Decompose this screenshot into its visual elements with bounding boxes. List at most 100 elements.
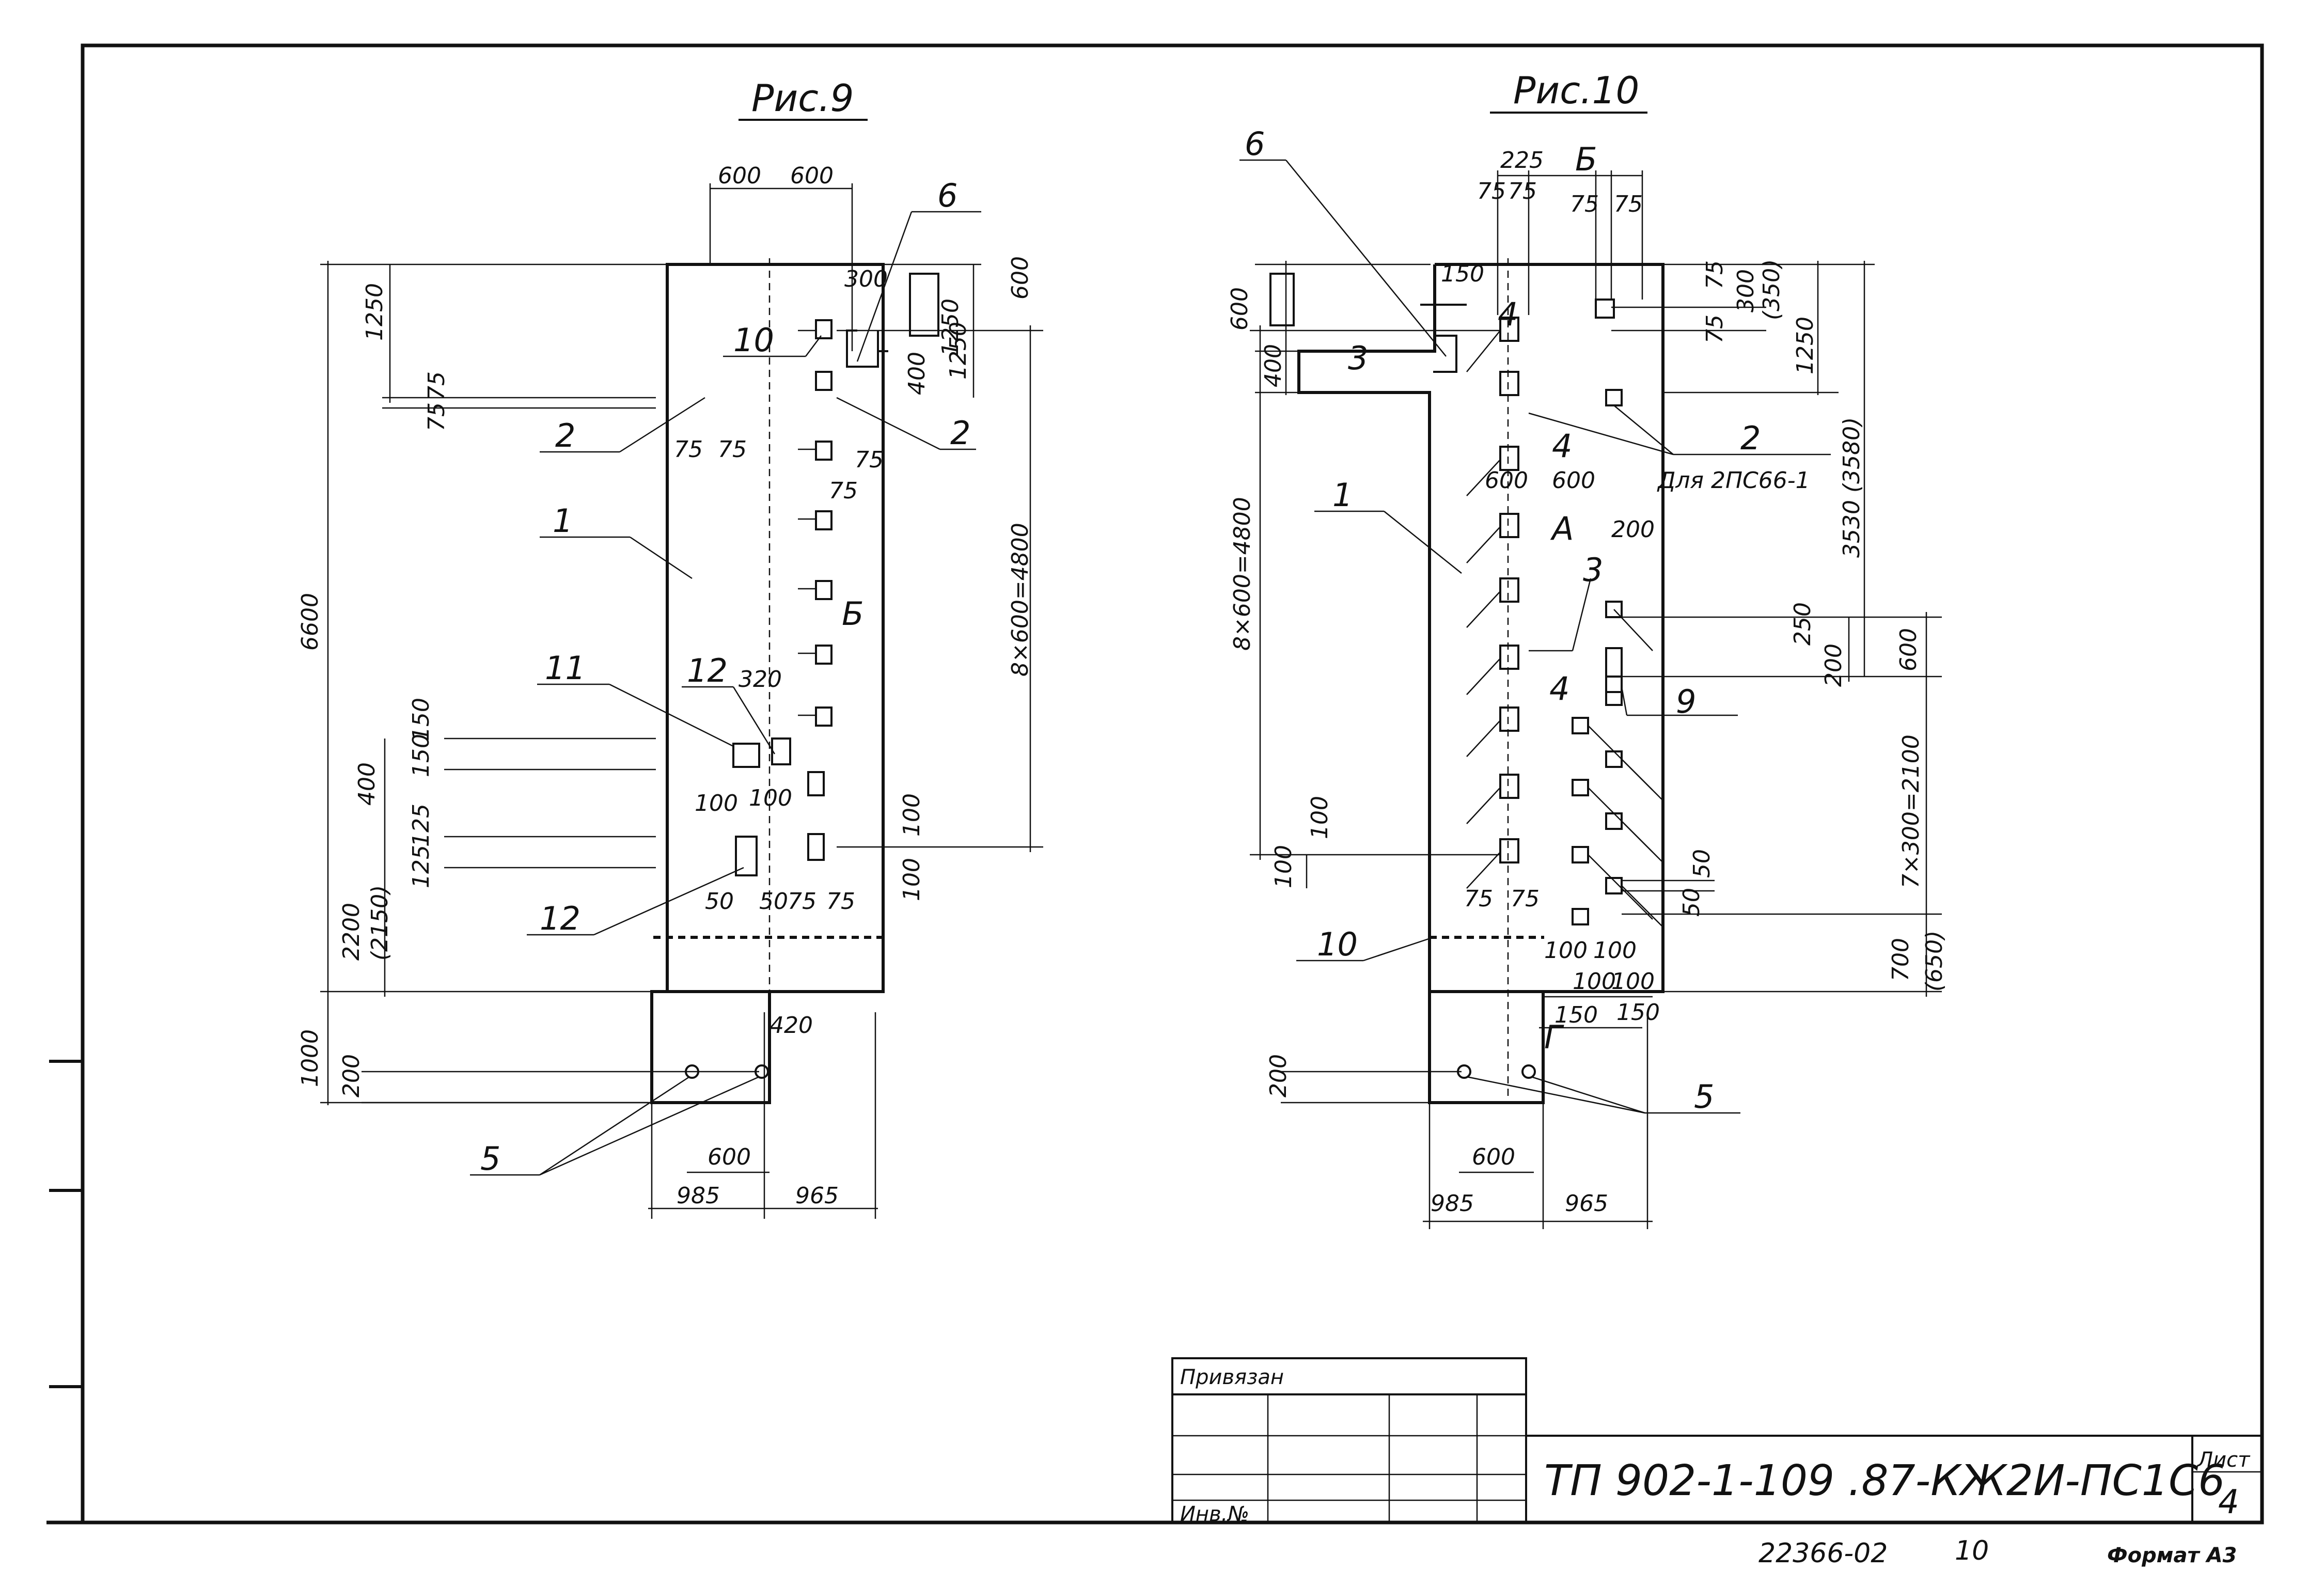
dim-text: 150: [408, 734, 434, 777]
dim-text: 75: [1702, 260, 1728, 289]
leader-label: 12: [687, 652, 728, 689]
dim-text: 100: [1611, 968, 1655, 995]
dim-text: 600: [1485, 467, 1528, 494]
dim-text: 300: [844, 266, 888, 292]
dim-text: 8×600=4800: [1229, 497, 1255, 651]
dim-text: 600: [1007, 256, 1033, 300]
dim-text: 600: [718, 163, 761, 189]
dim-text: 225: [1500, 147, 1544, 174]
dim-text: 600: [1895, 628, 1922, 671]
leader-label: 6: [937, 177, 957, 214]
dim-text: 100: [749, 785, 792, 811]
dim-text: 75: [1477, 178, 1506, 205]
dim-text: 985: [677, 1183, 720, 1209]
footer-page-number: 10: [1955, 1535, 1989, 1566]
dim-text: 1250: [945, 322, 971, 380]
dim-text: 150: [1554, 1002, 1598, 1028]
dim-text: Б: [1575, 140, 1597, 178]
privyazan-label: Привязан: [1180, 1365, 1284, 1389]
dim-text: 50: [1689, 849, 1715, 878]
embedded-parts: [732, 319, 888, 876]
dim-text: 75: [1464, 886, 1493, 912]
figure-10-title: Рис.10: [1513, 69, 1639, 112]
dim-text: 100: [1270, 845, 1297, 888]
dim-text: 400: [904, 352, 930, 395]
dim-text: 600: [1227, 287, 1253, 331]
dim-text: 320: [739, 666, 782, 693]
dim-text: 100: [899, 793, 925, 837]
dim-text: 150: [1441, 261, 1484, 287]
dim-text: 400: [354, 762, 380, 806]
dim-text: 50: [1678, 888, 1705, 917]
dim-text: 2200: [338, 903, 365, 961]
leader-label: 12: [540, 900, 580, 937]
leader-label: 10: [1317, 925, 1358, 963]
dim-text: 100: [1544, 937, 1588, 964]
leader-label: 2: [950, 414, 970, 452]
figure-10: Рис.10: [1227, 69, 1948, 1229]
dim-text: 75: [788, 888, 816, 915]
dim-text: (650): [1921, 931, 1948, 992]
dim-text: Б: [842, 595, 864, 633]
dim-text: 600: [1552, 467, 1595, 494]
leader-label: 1: [553, 502, 573, 540]
dim-text: 300: [1733, 269, 1759, 312]
leader-label: Для 2ПС66-1: [1657, 467, 1810, 494]
dim-text: (2150): [367, 885, 393, 961]
leader-label: 3: [1583, 551, 1603, 589]
dim-text: (350): [1758, 259, 1785, 320]
dim-text: 250: [1789, 602, 1816, 646]
dim-text: 600: [1472, 1144, 1515, 1170]
dim-text: 7×300=2100: [1898, 734, 1924, 888]
anchor-bolt: [1521, 1064, 1536, 1079]
leader-label: 4: [1498, 295, 1518, 333]
dim-text: 75: [718, 436, 747, 463]
leader-label: 9: [1676, 683, 1696, 720]
dim-text: 75: [855, 447, 884, 473]
leader-label: 1: [1332, 476, 1353, 514]
dim-text: 3530 (3580): [1839, 417, 1865, 558]
dim-text: 100: [899, 858, 925, 901]
leader-label: 5: [480, 1140, 500, 1177]
dim-text: 1250: [1792, 317, 1818, 374]
dim-text: А: [1550, 510, 1574, 547]
title-block: Привязан Инв.№ ТП 902-1-109 .87-КЖ2И-ПС1…: [1171, 1357, 2263, 1526]
dim-text: 1250: [362, 283, 388, 341]
dim-text: 75: [423, 371, 450, 400]
dim-text: 965: [1565, 1190, 1608, 1217]
dim-text: 100: [1573, 968, 1616, 995]
dim-text: 100: [1307, 796, 1333, 839]
footer-format: Формат А3: [2107, 1544, 2237, 1567]
dim-text: 125: [408, 845, 434, 888]
dim-text: 100: [695, 790, 738, 816]
panel-outline: [666, 263, 885, 993]
leader-label: 5: [1694, 1078, 1714, 1116]
sheet-frame: [81, 43, 2264, 1525]
dim-text: 75: [1614, 191, 1643, 217]
dim-text: 985: [1431, 1190, 1474, 1217]
dim-text: 100: [1593, 937, 1637, 964]
dim-text: 75: [674, 436, 703, 463]
dim-text: 150: [408, 698, 434, 741]
figure-9: Рис.9: [297, 76, 1043, 1219]
dim-text: 965: [795, 1183, 839, 1209]
dim-text: 75: [1511, 886, 1540, 912]
dim-text: 200: [338, 1054, 365, 1097]
document-code: ТП 902-1-109 .87-КЖ2И-ПС1С6: [1544, 1456, 2225, 1505]
dim-text: 6600: [297, 593, 323, 651]
inv-no-label: Инв.№: [1180, 1502, 1249, 1526]
leader-label: 2: [1740, 419, 1761, 457]
dim-text: 75: [423, 402, 450, 431]
leader-label: 2: [555, 417, 575, 454]
dim-text: 75: [829, 478, 858, 504]
dim-text: 200: [1820, 643, 1847, 687]
dim-text: 75: [1508, 178, 1537, 205]
sheet-number: 4: [2218, 1483, 2239, 1521]
leader-label: 6: [1245, 125, 1265, 163]
dim-text: 8×600=4800: [1007, 523, 1033, 677]
leader-label: 11: [545, 649, 586, 687]
leader-label: 4: [1552, 427, 1572, 465]
dim-text: 50: [759, 888, 788, 915]
dim-text: 420: [770, 1012, 813, 1039]
dim-text: 200: [1265, 1054, 1292, 1097]
